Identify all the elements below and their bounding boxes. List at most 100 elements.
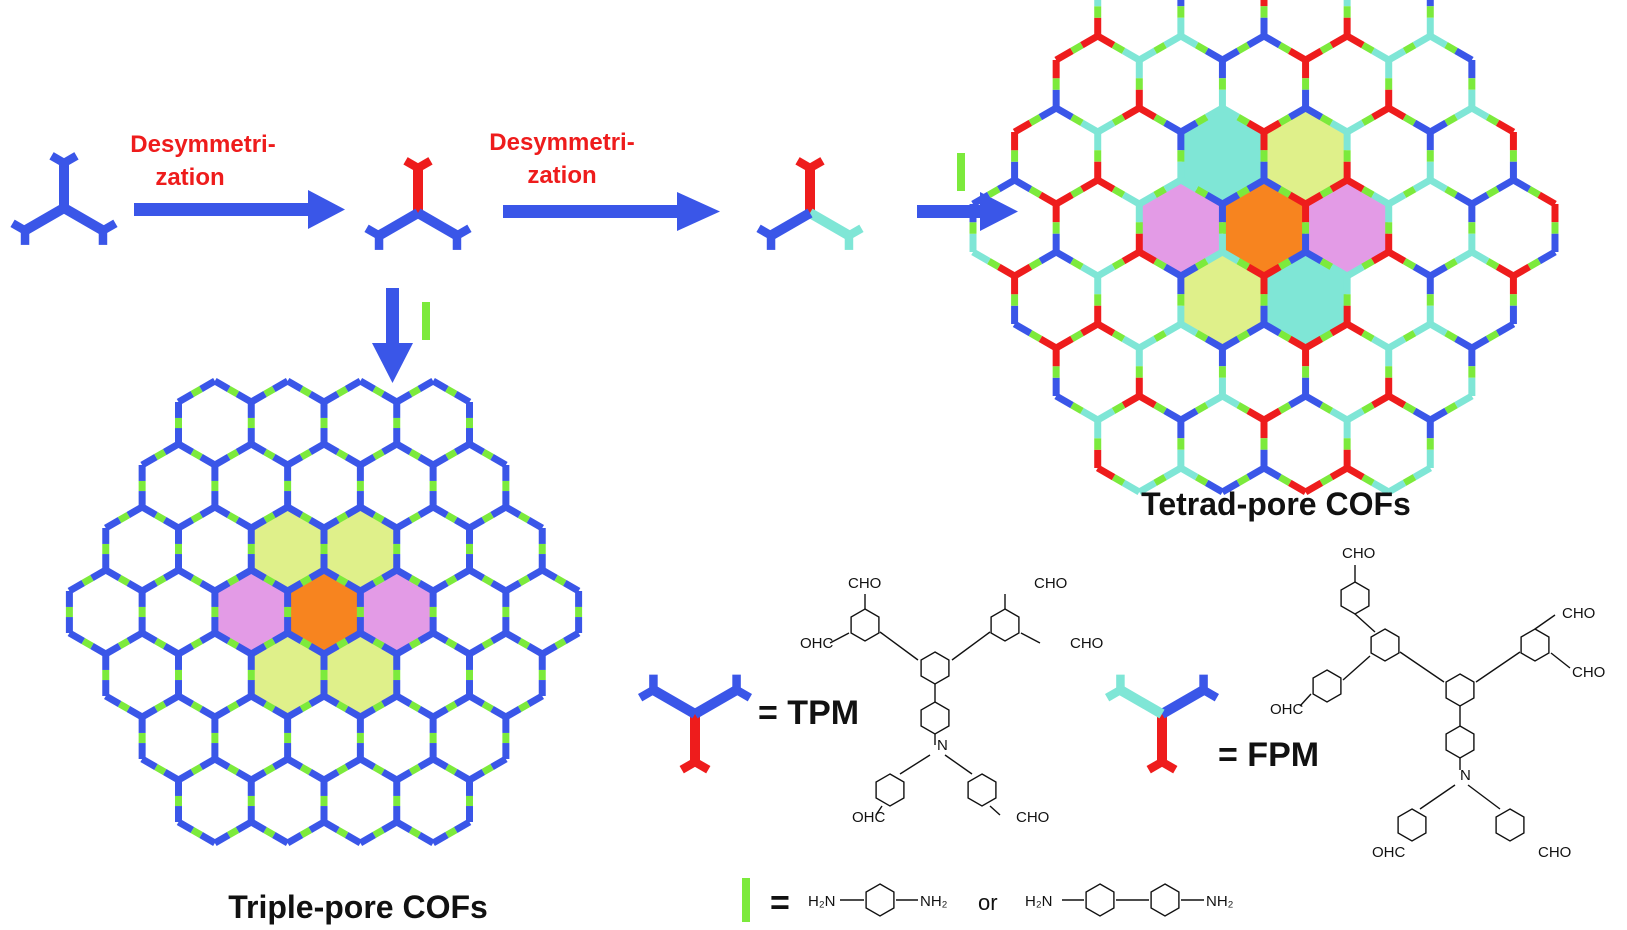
lattice-node-arm — [381, 390, 399, 406]
lattice-node-arm — [1470, 248, 1490, 265]
lattice-linker — [336, 700, 349, 713]
lattice-node-arm — [1371, 191, 1391, 208]
lattice-node-arm — [285, 755, 304, 771]
monomer-fork — [795, 157, 813, 172]
lattice-node-arm — [308, 692, 326, 708]
lattice-node-arm — [358, 831, 376, 847]
monomer-arm — [650, 685, 698, 719]
lattice-node-arm — [1121, 248, 1142, 265]
lattice-node-arm — [1454, 191, 1474, 208]
lattice-node-arm — [140, 453, 158, 469]
lattice-node-arm — [540, 566, 558, 582]
lattice-node-arm — [1038, 335, 1058, 352]
lattice-node-arm — [1095, 320, 1116, 337]
lattice-node-arm — [285, 629, 304, 645]
lattice-node-arm — [1303, 479, 1324, 496]
lattice-node-arm — [213, 755, 231, 771]
linker-icon-tetrad-arrow — [957, 153, 965, 191]
lattice-node-arm — [417, 453, 435, 469]
lattice-linker — [1319, 402, 1334, 414]
lattice-linker — [226, 637, 240, 650]
lattice-linker — [408, 574, 422, 587]
lattice-node-arm — [322, 390, 340, 406]
lattice-node-arm — [1262, 119, 1282, 136]
lattice-node-arm — [1246, 32, 1266, 49]
lattice-node-arm — [126, 629, 144, 645]
lattice-linker — [226, 574, 240, 587]
lattice-node-arm — [490, 579, 508, 595]
lattice-node-arm — [235, 440, 254, 456]
lattice-node-arm — [381, 768, 399, 784]
bond — [1342, 655, 1371, 681]
lattice-linker — [1361, 42, 1375, 54]
lattice-node-arm — [1495, 320, 1516, 337]
lattice-node-arm — [272, 831, 290, 847]
lattice-linker — [299, 763, 312, 776]
lattice-node-arm — [431, 629, 449, 645]
bond — [951, 631, 991, 661]
pore-fill — [288, 570, 360, 654]
lattice-node-arm — [1163, 407, 1183, 424]
lattice-node-arm — [1080, 32, 1100, 49]
lattice-linker — [445, 448, 458, 461]
monomer-fork — [638, 686, 656, 702]
monomer-fork — [1201, 686, 1219, 702]
lattice-node-arm — [1137, 392, 1157, 409]
lattice-linker — [445, 700, 458, 713]
lattice-node-arm — [1345, 464, 1365, 481]
lattice-linker — [190, 385, 203, 398]
lattice-linker — [1361, 114, 1375, 126]
lattice-node-arm — [1137, 479, 1157, 496]
lattice-node-arm — [344, 831, 363, 847]
lattice-linker — [299, 511, 312, 524]
benzene-ring — [850, 608, 880, 642]
lattice-linker — [226, 385, 240, 398]
lattice-linker — [372, 511, 385, 524]
lattice-linker — [1319, 114, 1334, 126]
lattice-linker — [81, 637, 94, 650]
lattice-linker — [1028, 114, 1043, 126]
tetrad-pore-cof-lattice — [969, 0, 1559, 496]
monomer-arm — [1117, 685, 1165, 719]
lattice-node-arm — [199, 503, 217, 519]
benzene-ring — [920, 651, 950, 685]
lattice-node-arm — [1454, 104, 1474, 121]
lattice-linker — [517, 574, 531, 587]
lattice-node-arm — [1428, 32, 1448, 49]
lattice-node-arm — [1204, 104, 1225, 121]
lattice-node-arm — [1179, 176, 1199, 193]
lattice-node-arm — [1179, 464, 1199, 481]
lattice-node-arm — [467, 566, 486, 582]
lattice-node-arm — [504, 705, 522, 721]
lattice-node-arm — [285, 503, 304, 519]
step2-label-line2: zation — [527, 162, 596, 189]
lattice-linker — [154, 637, 167, 650]
lattice-node-arm — [1121, 104, 1142, 121]
bond — [1354, 613, 1376, 633]
lattice-linker — [1194, 330, 1209, 342]
lattice-node-arm — [1262, 407, 1282, 424]
lattice-linker — [1402, 330, 1417, 342]
lattice-node-arm — [249, 768, 267, 784]
lattice-node-arm — [67, 629, 85, 645]
lattice-node-arm — [1163, 32, 1183, 49]
lattice-linker — [263, 700, 276, 713]
lattice-node-arm — [176, 642, 195, 658]
pore-fill — [1264, 109, 1347, 203]
lattice-node-arm — [285, 377, 304, 393]
lattice-node-arm — [90, 642, 108, 658]
lattice-linker — [1319, 258, 1334, 270]
monomer-fork — [846, 224, 864, 240]
benzene-ring — [865, 883, 895, 917]
pore-fill — [1181, 253, 1264, 347]
lattice-linker — [81, 574, 94, 587]
pore-fill — [1306, 181, 1388, 275]
lattice-linker — [1028, 330, 1043, 342]
tpm-cho-label: CHO — [1070, 635, 1103, 652]
tpm-cho-label: CHO — [1034, 575, 1067, 592]
lattice-node-arm — [1428, 119, 1448, 136]
fpm-nitrogen-label: N — [1460, 767, 1471, 784]
lattice-node-arm — [1511, 176, 1531, 193]
pore-fill — [1181, 109, 1264, 203]
lattice-node-arm — [1303, 191, 1324, 208]
